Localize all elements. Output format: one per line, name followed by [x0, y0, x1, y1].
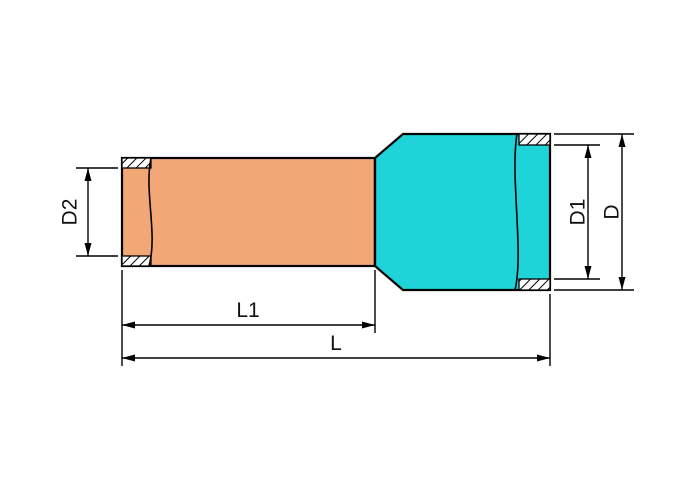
- arrowhead-right-icon: [537, 354, 550, 362]
- insulation-collar-body: [373, 132, 552, 292]
- arrowhead-left-icon: [122, 354, 135, 362]
- copper-sleeve-group: [120, 156, 377, 268]
- arrowhead-up-icon: [584, 145, 592, 158]
- arrowhead-up-icon: [84, 168, 92, 181]
- arrowhead-down-icon: [584, 266, 592, 279]
- arrowhead-up-icon: [618, 134, 626, 147]
- label-l1: L1: [236, 299, 259, 322]
- hatch-cap-bottom-right: [518, 278, 551, 291]
- label-d2: D2: [58, 199, 81, 226]
- dimension-l: L: [122, 294, 551, 366]
- dimension-d1: D1: [554, 144, 600, 280]
- copper-sleeve-body: [120, 156, 377, 268]
- insulation-collar-group: [373, 132, 552, 292]
- break-line-collar: [514, 133, 519, 291]
- dimension-l1: L1: [121, 270, 376, 366]
- arrowhead-down-icon: [618, 277, 626, 290]
- hatch-cap-top-right: [518, 133, 551, 146]
- dimension-d2: D2: [58, 167, 118, 257]
- arrowhead-right-icon: [362, 321, 375, 329]
- arrowhead-left-icon: [122, 321, 135, 329]
- hatch-cap-top-left: [121, 157, 152, 169]
- label-d: D: [600, 204, 623, 219]
- dimension-d: D: [554, 133, 634, 291]
- label-l: L: [330, 332, 342, 355]
- break-line-copper: [148, 157, 153, 267]
- hatch-cap-bottom-left: [121, 255, 152, 267]
- label-d1: D1: [566, 199, 589, 226]
- arrowhead-down-icon: [84, 243, 92, 256]
